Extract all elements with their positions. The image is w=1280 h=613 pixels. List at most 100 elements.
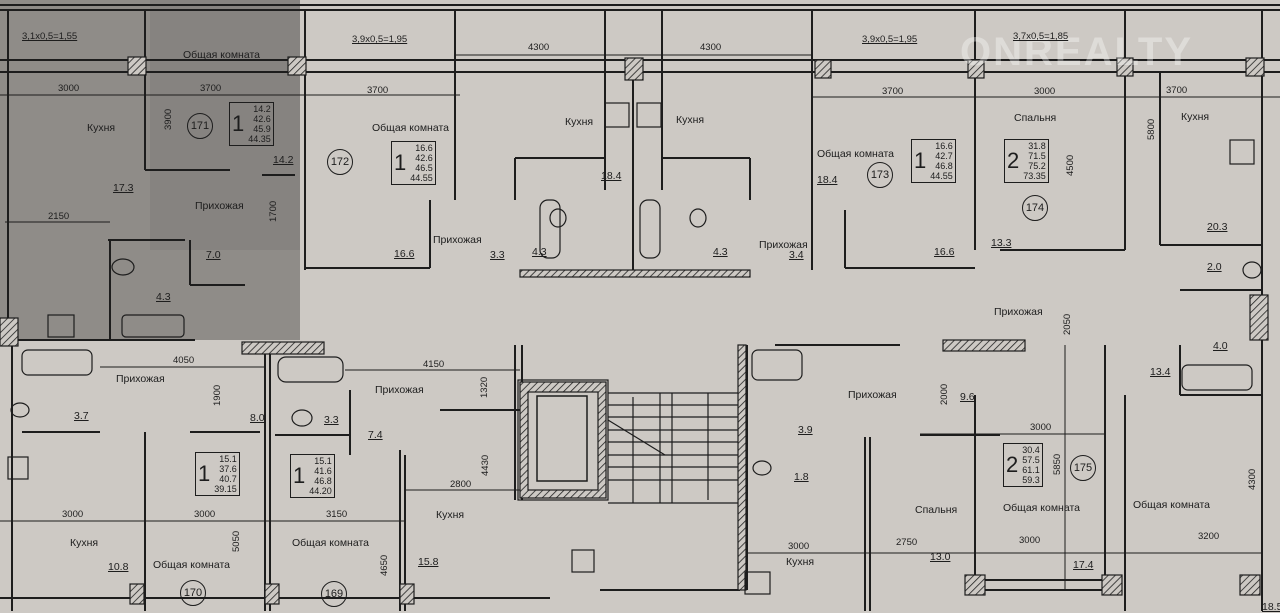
room-count: 1 xyxy=(198,461,211,486)
room-area: 10.8 xyxy=(108,561,129,573)
room-name: Прихожая xyxy=(375,384,424,396)
dimension: 3700 xyxy=(367,85,389,96)
room-area: 3.9 xyxy=(798,424,813,436)
area: 15.1 xyxy=(219,454,237,464)
dimension: 3150 xyxy=(326,509,348,520)
area: 42.6 xyxy=(253,114,271,124)
room-name: Спальня xyxy=(1014,112,1057,124)
dimension: 3700 xyxy=(1166,85,1188,96)
room-name: Прихожая xyxy=(759,239,808,251)
watermark: ONREALTY xyxy=(960,30,1194,74)
room-count: 1 xyxy=(293,463,306,488)
room-name: Прихожая xyxy=(195,200,244,212)
area: 71.5 xyxy=(1028,151,1046,161)
balcony-171-label: 3,1х0,5=1,55 xyxy=(22,31,78,42)
room-area: 7.0 xyxy=(206,249,221,261)
room-area: 18.4 xyxy=(817,174,838,186)
area: 46.5 xyxy=(415,163,433,173)
area: 31.8 xyxy=(1028,141,1046,151)
balcony-172-label: 3,9х0,5=1,95 xyxy=(352,34,408,45)
room-area: 3.3 xyxy=(324,414,339,426)
room-name: Общая комната xyxy=(1133,499,1210,511)
dimension: 4300 xyxy=(528,42,550,53)
dimension: 3700 xyxy=(200,83,222,94)
room-area: 17.4 xyxy=(1073,559,1094,571)
room-area: 3.3 xyxy=(490,249,505,261)
room-area: 3.7 xyxy=(74,410,89,422)
dimension: 4050 xyxy=(173,355,195,366)
area: 37.6 xyxy=(219,464,237,474)
room-name: Общая комната xyxy=(153,559,230,571)
area: 39.15 xyxy=(214,484,237,494)
room-name: Общая комната xyxy=(817,148,894,160)
dimension: 2000 xyxy=(939,383,950,405)
dimension: 3000 xyxy=(58,83,80,94)
apartment-number-174: 174 xyxy=(1022,195,1048,221)
room-count: 2 xyxy=(1006,452,1019,477)
plumbing-fixtures xyxy=(7,102,1262,595)
room-count: 2 xyxy=(1007,148,1020,173)
area: 15.1 xyxy=(314,456,332,466)
area: 44.55 xyxy=(410,173,433,183)
room-area: 17.3 xyxy=(113,182,134,194)
elevator-shaft xyxy=(536,395,588,482)
area: 46.8 xyxy=(935,161,953,171)
dimension: 4300 xyxy=(1247,468,1258,490)
room-area: 4.3 xyxy=(156,291,171,303)
area: 42.6 xyxy=(415,153,433,163)
room-name: Общая комната xyxy=(372,122,449,134)
dimension: 5800 xyxy=(1146,118,1157,140)
dimension: 3700 xyxy=(882,86,904,97)
room-area: 18.5 xyxy=(1262,601,1280,613)
area: 16.6 xyxy=(415,143,433,153)
area: 14.2 xyxy=(253,104,271,114)
room-area: 18.4 xyxy=(601,170,622,182)
room-area: 16.6 xyxy=(934,246,955,258)
room-area: 9.6 xyxy=(960,391,975,403)
balcony-173-label: 3,9х0,5=1,95 xyxy=(862,34,918,45)
dimension: 2750 xyxy=(896,537,918,548)
apartment-number-170: 170 xyxy=(180,580,206,606)
room-area: 13.3 xyxy=(991,237,1012,249)
room-name: Кухня xyxy=(436,509,465,521)
area: 57.5 xyxy=(1022,455,1040,465)
dimension: 3900 xyxy=(163,108,174,130)
area: 46.8 xyxy=(314,476,332,486)
room-area: 3.4 xyxy=(789,249,804,261)
room-area: 16.6 xyxy=(394,248,415,260)
dimension: 3200 xyxy=(1198,531,1220,542)
dimension: 5050 xyxy=(231,530,242,552)
room-area: 7.4 xyxy=(368,429,383,441)
dimension: 5850 xyxy=(1052,453,1063,475)
apartment-number-175: 175 xyxy=(1070,455,1096,481)
area: 44.55 xyxy=(930,171,953,181)
area: 73.35 xyxy=(1023,171,1046,181)
dimension: 4650 xyxy=(379,554,390,576)
area: 61.1 xyxy=(1022,465,1040,475)
balcony-174-label: 3,7х0,5=1,85 xyxy=(1013,31,1069,42)
area: 75.2 xyxy=(1028,161,1046,171)
room-count: 1 xyxy=(232,111,245,136)
area: 30.4 xyxy=(1022,445,1040,455)
dimension: 2050 xyxy=(1062,313,1073,335)
room-count: 1 xyxy=(914,148,927,173)
shaded-apartment-171 xyxy=(0,0,300,340)
room-area: 15.8 xyxy=(418,556,439,568)
room-name: Общая комната xyxy=(1003,502,1080,514)
dimension: 2150 xyxy=(48,211,70,222)
dimension: 3000 xyxy=(788,541,810,552)
room-name: Кухня xyxy=(786,556,815,568)
area: 59.3 xyxy=(1022,475,1040,485)
dimension: 3000 xyxy=(1034,86,1056,97)
dimension: 1320 xyxy=(479,376,490,398)
room-name: Кухня xyxy=(565,116,594,128)
walls xyxy=(0,4,1280,611)
room-name: Прихожая xyxy=(848,389,897,401)
room-name: Прихожая xyxy=(433,234,482,246)
apartment-number-172: 172 xyxy=(327,149,353,175)
area: 42.7 xyxy=(935,151,953,161)
room-name: Кухня xyxy=(1181,111,1210,123)
dimension: 3000 xyxy=(194,509,216,520)
